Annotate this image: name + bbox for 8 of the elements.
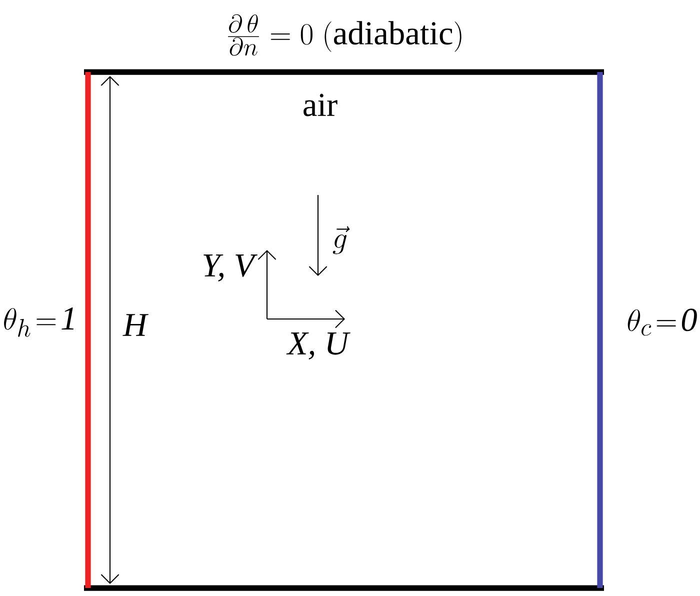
axis-label: Y, V (204, 254, 258, 282)
dimension-label: H (122, 314, 149, 336)
boundary-condition: $\frac{\partial\,\theta}{\partial n} = 0\ \mathrm{(adiabatic)}$ (228, 14, 462, 56)
axis-label: X, U (286, 332, 350, 360)
gravity-label: $\vec{g}$ (332, 226, 350, 254)
wall-temperature: $\theta_c\!=\!\mathit{0}$ (628, 308, 697, 336)
wall-temperature: $\theta_h\!=\!\mathit{1}$ (4, 307, 74, 337)
medium-label: air (304, 94, 338, 116)
